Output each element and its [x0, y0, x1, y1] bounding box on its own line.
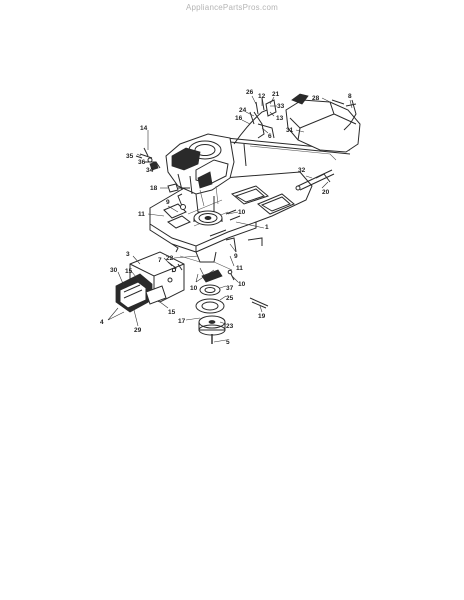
part-18-hardware [167, 183, 190, 193]
callout-34: 34 [146, 167, 154, 174]
callout-5: 5 [226, 339, 230, 346]
callout-1: 1 [265, 224, 269, 231]
callout-37: 37 [226, 285, 234, 292]
callout-3: 3 [126, 251, 130, 258]
muffler [115, 273, 167, 313]
callout-7: 7 [158, 257, 162, 264]
callout-36: 36 [138, 159, 146, 166]
callout-35: 35 [126, 153, 134, 160]
callout-24: 24 [239, 107, 247, 114]
callout-14: 14 [140, 125, 148, 132]
callout-15-upper: 15 [125, 268, 133, 275]
callout-29: 29 [134, 327, 142, 334]
callout-13: 13 [276, 115, 284, 122]
watermark-text: AppliancePartsPros.com [186, 3, 278, 12]
callout-9-upper: 9 [166, 199, 170, 206]
callout-20: 20 [322, 189, 330, 196]
callout-9-lower: 9 [234, 253, 238, 260]
brace-rod [249, 297, 269, 309]
electric-clutch [195, 269, 226, 344]
callout-19: 19 [258, 313, 266, 320]
callout-8: 8 [348, 93, 352, 100]
callout-15-lower: 15 [168, 309, 176, 316]
callout-25: 25 [226, 295, 234, 302]
callout-28: 28 [312, 95, 320, 102]
part-10-fastener [227, 269, 235, 281]
callout-11-upper: 11 [138, 211, 145, 218]
callout-32: 32 [298, 167, 306, 174]
callout-16: 16 [235, 115, 243, 122]
callout-6: 6 [268, 133, 272, 140]
callout-22: 22 [166, 255, 174, 262]
callout-10-middle: 10 [190, 285, 198, 292]
callout-26: 26 [246, 89, 254, 96]
callout-11-lower: 11 [236, 265, 243, 272]
callout-10-upper: 10 [238, 209, 246, 216]
callout-21: 21 [272, 91, 280, 98]
callout-23: 23 [226, 323, 234, 330]
engine [165, 133, 235, 213]
fuel-line-rod [295, 169, 335, 191]
deck-hardware [177, 193, 263, 253]
engine-pulley [193, 210, 223, 226]
part-7-hardware [167, 261, 183, 273]
leader-lines [107, 95, 353, 343]
callout-30: 30 [110, 267, 118, 274]
callout-33: 33 [277, 103, 285, 110]
callout-4: 4 [100, 319, 104, 326]
fuel-tank [285, 93, 361, 153]
callout-12: 12 [258, 93, 266, 100]
callout-numbers: 26 12 21 24 16 13 33 6 28 8 31 14 35 36 … [100, 89, 352, 346]
callout-17: 17 [178, 318, 186, 325]
callout-31: 31 [286, 127, 294, 134]
callout-10-right: 10 [238, 281, 246, 288]
callout-18: 18 [150, 185, 158, 192]
